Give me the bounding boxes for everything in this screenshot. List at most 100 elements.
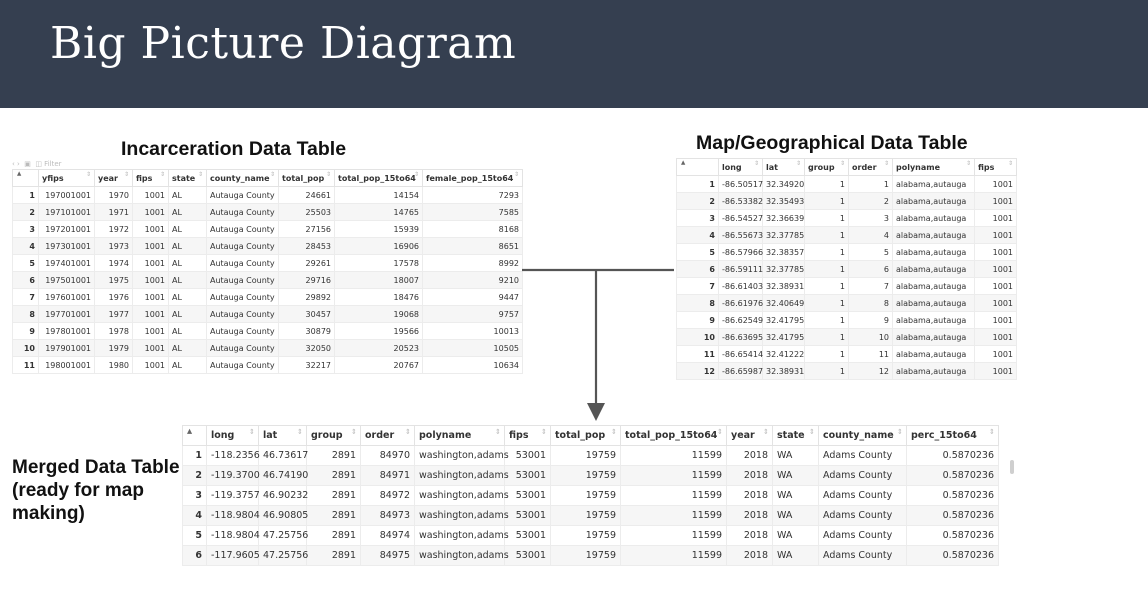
sort-icon[interactable]: ⇕ (513, 171, 519, 178)
sort-icon[interactable]: ⇕ (405, 427, 411, 436)
sort-icon[interactable]: ⇕ (495, 427, 501, 436)
column-header[interactable]: lat ⇕ (258, 425, 307, 446)
sort-icon[interactable]: ⇕ (753, 160, 759, 167)
column-header[interactable]: female_pop_15to64⇕ (422, 169, 523, 187)
table-cell: Adams County (818, 505, 907, 526)
table-cell: Autauga County (206, 203, 279, 221)
sort-icon[interactable]: ⇕ (839, 160, 845, 167)
column-header[interactable]: fips⇕ (132, 169, 169, 187)
column-header[interactable]: year⇕ (726, 425, 773, 446)
table-cell: AL (168, 203, 207, 221)
table-cell: 1975 (94, 271, 133, 289)
sort-icon[interactable]: ⇕ (965, 160, 971, 167)
column-header-label: total_pop (555, 430, 606, 441)
sort-column-header[interactable]: ▲ (182, 425, 207, 446)
table-cell: 0.5870236 (906, 545, 999, 566)
sort-icon[interactable]: ⇕ (123, 171, 129, 178)
sort-icon[interactable]: ⇕ (611, 427, 617, 436)
table-cell: 28453 (278, 237, 335, 255)
sort-icon[interactable]: ⇕ (413, 171, 419, 178)
column-header[interactable]: perc_15to64⇕ (906, 425, 999, 446)
sort-icon[interactable]: ⇕ (351, 427, 357, 436)
vertical-scrollbar[interactable] (1010, 460, 1014, 474)
sort-column-header[interactable]: ▲ (676, 158, 719, 176)
column-header[interactable]: yfips⇕ (38, 169, 95, 187)
column-header-label: group (808, 162, 835, 172)
sort-icon[interactable]: ⇕ (795, 160, 801, 167)
map-table-title: Map/Geographical Data Table (696, 132, 968, 154)
column-header[interactable]: state ⇕ (772, 425, 819, 446)
sort-column-header[interactable]: ▲ (12, 169, 39, 187)
column-header[interactable]: county_name⇕ (206, 169, 279, 187)
table-cell: 1001 (974, 192, 1017, 210)
table-cell: AL (168, 271, 207, 289)
sort-icon[interactable]: ⇕ (325, 171, 331, 178)
sort-icon[interactable]: ⇕ (249, 427, 255, 436)
column-header[interactable]: total_pop⇕ (278, 169, 335, 187)
sort-icon[interactable]: ▲ (187, 427, 193, 435)
table-cell: 19759 (550, 465, 621, 486)
sort-icon[interactable]: ⇕ (1007, 160, 1013, 167)
column-header-label: state (777, 430, 805, 441)
column-header[interactable]: order⇕ (848, 158, 893, 176)
sort-icon[interactable]: ⇕ (159, 171, 165, 178)
table-cell: 84975 (360, 545, 415, 566)
title-banner: Big Picture Diagram (0, 0, 1148, 108)
truncated-row (12, 376, 522, 380)
column-header[interactable]: long⇕ (718, 158, 763, 176)
column-header[interactable]: long⇕ (206, 425, 259, 446)
sort-icon[interactable]: ⇕ (897, 427, 903, 436)
column-header-label: county_name (823, 430, 894, 441)
sort-icon[interactable]: ⇕ (763, 427, 769, 436)
sort-icon[interactable]: ▲ (17, 171, 22, 177)
column-header[interactable]: order⇕ (360, 425, 415, 446)
column-header[interactable]: polyname⇕ (892, 158, 975, 176)
table-cell: 18007 (334, 271, 423, 289)
table-cell: 2891 (306, 545, 361, 566)
column-header[interactable]: fips⇕ (974, 158, 1017, 176)
row-index: 10 (676, 328, 719, 346)
sort-icon[interactable]: ⇕ (197, 171, 203, 178)
sort-icon[interactable]: ⇕ (297, 427, 303, 436)
column-header[interactable]: total_pop_15to64⇕ (620, 425, 727, 446)
column-header[interactable]: total_pop_15to64⇕ (334, 169, 423, 187)
column-header[interactable]: lat⇕ (762, 158, 805, 176)
sort-icon[interactable]: ⇕ (85, 171, 91, 178)
sort-icon[interactable]: ⇕ (269, 171, 275, 178)
column-header[interactable]: group ⇕ (804, 158, 849, 176)
column-header[interactable]: county_name⇕ (818, 425, 907, 446)
table-cell: -86.57966 (718, 243, 763, 261)
row-index: 8 (676, 294, 719, 312)
sort-icon[interactable]: ⇕ (809, 427, 815, 436)
column-header-label: lat (263, 430, 278, 441)
table-cell: 1001 (974, 362, 1017, 380)
sort-icon[interactable]: ⇕ (989, 427, 995, 436)
incarceration-data-table: ▲yfips⇕year⇕fips⇕state⇕county_name⇕total… (12, 169, 523, 374)
sort-icon[interactable]: ⇕ (717, 427, 723, 436)
table-cell: 1980 (94, 356, 133, 374)
sort-icon[interactable]: ⇕ (883, 160, 889, 167)
column-header[interactable]: polyname⇕ (414, 425, 505, 446)
column-header[interactable]: total_pop ⇕ (550, 425, 621, 446)
sort-icon[interactable]: ⇕ (541, 427, 547, 436)
sort-icon[interactable]: ▲ (681, 160, 686, 166)
header-row: ▲yfips⇕year⇕fips⇕state⇕county_name⇕total… (12, 169, 523, 187)
